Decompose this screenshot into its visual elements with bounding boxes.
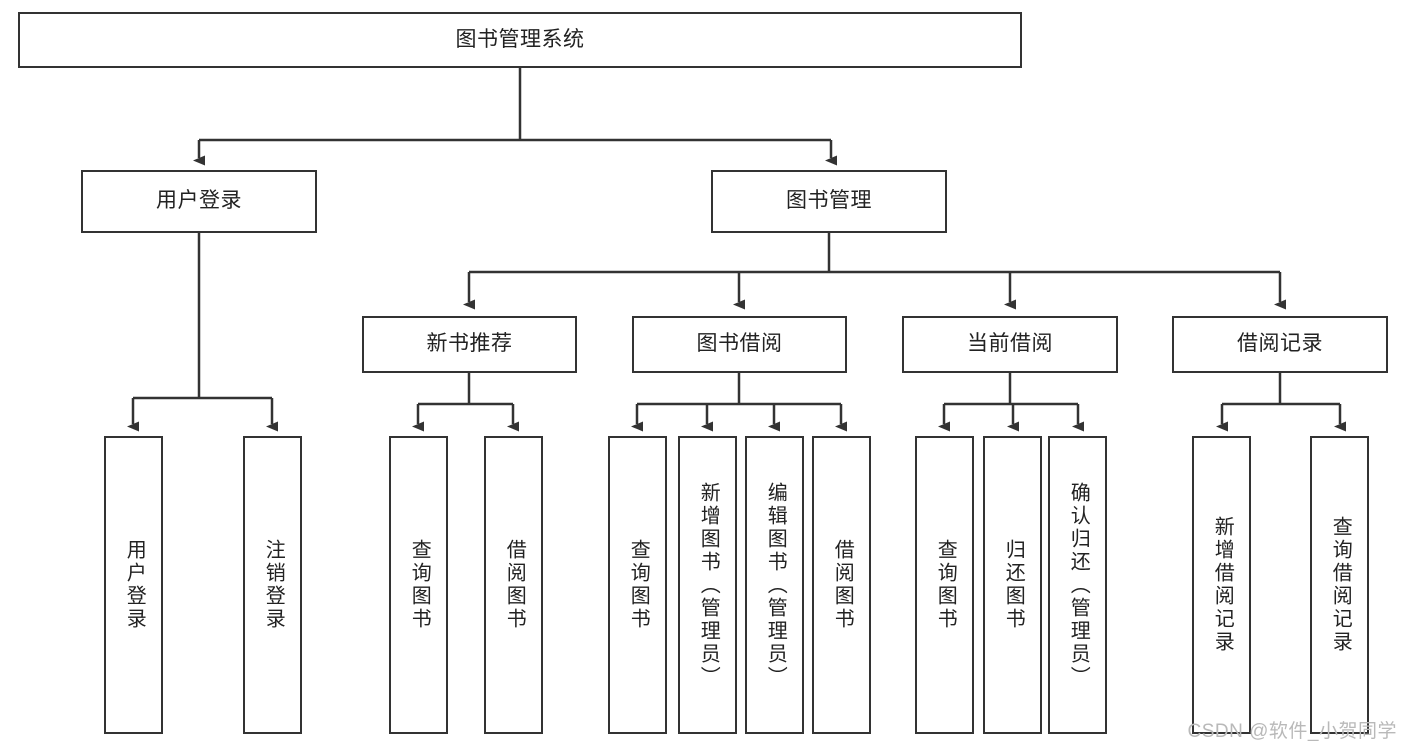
node-book-borrow[interactable]: 图书借阅 — [632, 316, 847, 373]
node-leaf-add-record-label: 新增借阅记录 — [1211, 516, 1234, 654]
node-leaf-query-book-1[interactable]: 查询图书 — [389, 436, 448, 734]
node-leaf-borrow-book-1-label: 借阅图书 — [503, 539, 526, 631]
node-current-borrow-label: 当前借阅 — [967, 332, 1053, 356]
node-leaf-query-book-2-label: 查询图书 — [627, 539, 650, 631]
node-book-management-label: 图书管理 — [786, 189, 872, 213]
node-leaf-query-book-2[interactable]: 查询图书 — [608, 436, 667, 734]
node-root-label: 图书管理系统 — [455, 27, 585, 51]
node-leaf-query-record-label: 查询借阅记录 — [1329, 516, 1352, 654]
node-leaf-user-login-label: 用户登录 — [123, 539, 146, 631]
node-new-book-recommend[interactable]: 新书推荐 — [362, 316, 577, 373]
node-leaf-user-login[interactable]: 用户登录 — [104, 436, 163, 734]
node-leaf-borrow-book-1[interactable]: 借阅图书 — [484, 436, 543, 734]
watermark: CSDN @软件_小贺同学 — [1187, 721, 1397, 742]
node-leaf-edit-book-label: 编辑图书（管理员） — [764, 481, 787, 689]
node-book-management[interactable]: 图书管理 — [711, 170, 947, 233]
node-user-login-label: 用户登录 — [156, 189, 242, 213]
node-current-borrow[interactable]: 当前借阅 — [902, 316, 1118, 373]
node-leaf-add-book[interactable]: 新增图书（管理员） — [678, 436, 737, 734]
node-borrow-record-label: 借阅记录 — [1237, 332, 1323, 356]
node-leaf-return-book[interactable]: 归还图书 — [983, 436, 1042, 734]
node-leaf-confirm-return[interactable]: 确认归还（管理员） — [1048, 436, 1107, 734]
node-new-book-recommend-label: 新书推荐 — [426, 332, 513, 356]
node-leaf-logout[interactable]: 注销登录 — [243, 436, 302, 734]
node-user-login[interactable]: 用户登录 — [81, 170, 317, 233]
node-leaf-add-book-label: 新增图书（管理员） — [697, 481, 720, 689]
node-leaf-add-record[interactable]: 新增借阅记录 — [1192, 436, 1251, 734]
node-leaf-query-record[interactable]: 查询借阅记录 — [1310, 436, 1369, 734]
node-leaf-logout-label: 注销登录 — [262, 539, 285, 631]
node-leaf-query-book-1-label: 查询图书 — [408, 539, 431, 631]
node-leaf-edit-book[interactable]: 编辑图书（管理员） — [745, 436, 804, 734]
node-leaf-confirm-return-label: 确认归还（管理员） — [1067, 481, 1090, 689]
node-borrow-record[interactable]: 借阅记录 — [1172, 316, 1388, 373]
node-leaf-query-book-3[interactable]: 查询图书 — [915, 436, 974, 734]
node-book-borrow-label: 图书借阅 — [696, 332, 783, 356]
node-leaf-return-book-label: 归还图书 — [1002, 539, 1025, 631]
node-leaf-borrow-book-2[interactable]: 借阅图书 — [812, 436, 871, 734]
node-leaf-query-book-3-label: 查询图书 — [934, 539, 957, 631]
node-root[interactable]: 图书管理系统 — [18, 12, 1022, 68]
node-leaf-borrow-book-2-label: 借阅图书 — [831, 539, 854, 631]
